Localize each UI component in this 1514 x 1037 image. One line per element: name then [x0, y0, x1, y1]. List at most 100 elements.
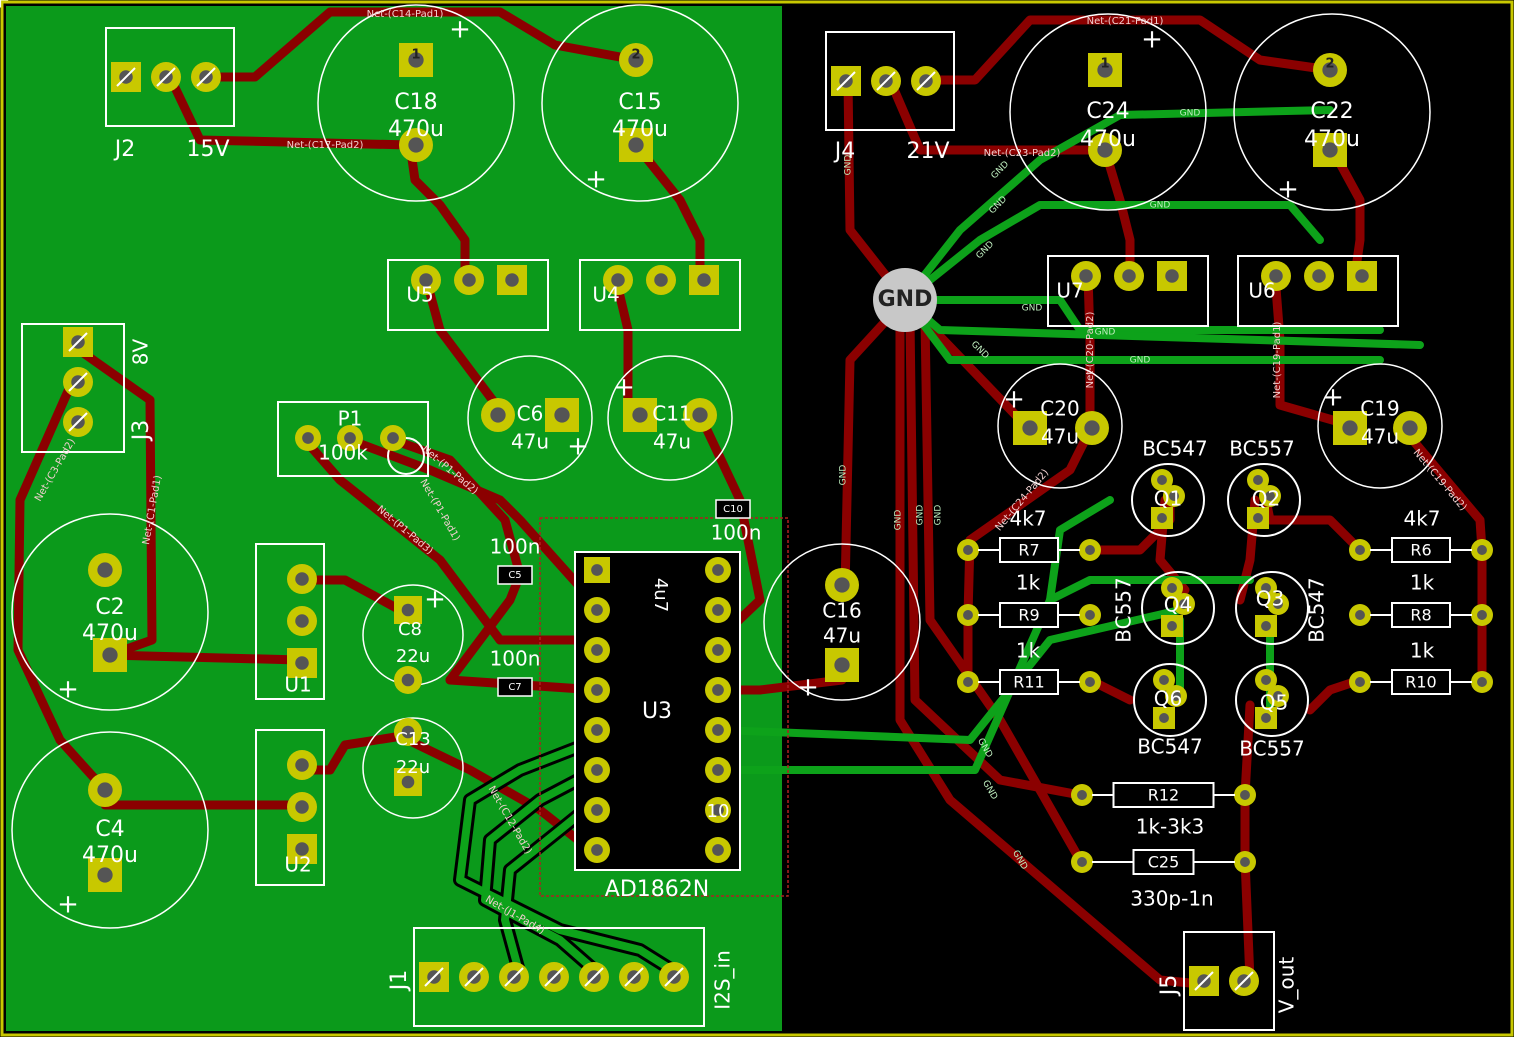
r6-ref: R6	[1410, 541, 1431, 560]
c19-outline	[1317, 363, 1443, 489]
c13-outline	[362, 717, 464, 819]
pad-drill	[834, 657, 850, 673]
c4-value: 470u	[82, 843, 138, 868]
pad-drill	[591, 844, 603, 856]
pad-drill	[1167, 621, 1177, 631]
pad-drill	[1084, 420, 1100, 436]
c13-polarity-mark: +	[0, 0, 11, 15]
c16-outline	[763, 543, 921, 701]
gnd-net-label: GND	[844, 155, 854, 176]
pad-drill	[628, 137, 644, 153]
pad-drill	[1077, 790, 1087, 800]
pad-drill	[1342, 420, 1358, 436]
net-label: Net-(C14-Pad1)	[367, 9, 444, 20]
c8-ref: C8	[398, 619, 422, 640]
c5-smd-body	[497, 565, 533, 585]
pad-drill	[408, 52, 424, 68]
pad-drill	[1253, 513, 1263, 523]
c13-ref: C13	[395, 729, 430, 750]
c15-polarity-mark: +	[585, 165, 607, 195]
gnd-net-label: GND	[1022, 304, 1043, 314]
c4-ref: C4	[95, 817, 124, 842]
r6-value: 4k7	[1403, 507, 1440, 531]
pad-drill	[1122, 269, 1136, 283]
u4-outline	[579, 259, 741, 331]
r7-body	[999, 537, 1059, 563]
pad-drill	[97, 782, 113, 798]
pad-drill	[1171, 691, 1181, 701]
c16-ref: C16	[822, 599, 861, 623]
c6-outline	[467, 355, 593, 481]
q6-value: BC547	[1137, 735, 1203, 759]
pad-drill	[1022, 420, 1038, 436]
pad-drill	[302, 432, 314, 444]
pad-drill	[591, 644, 603, 656]
j2-screw	[196, 67, 216, 87]
gnd-net-label: GND	[934, 505, 944, 526]
gnd-net-label: GND	[1150, 201, 1171, 211]
pad-drill	[591, 804, 603, 816]
j3-screw	[68, 372, 88, 392]
pad-drill	[295, 572, 309, 586]
r8-body	[1391, 602, 1451, 628]
pad-drill	[712, 844, 724, 856]
r12-value: 1k-3k3	[1136, 815, 1205, 839]
j3-outline	[21, 323, 125, 453]
q1-value: BC547	[1142, 437, 1208, 461]
j2-ref: J2	[113, 137, 136, 162]
j4-ref: J4	[833, 139, 856, 164]
pad-drill	[401, 775, 415, 789]
pad-drill	[1167, 583, 1177, 593]
r9-body	[999, 602, 1059, 628]
r10-ref: R10	[1405, 673, 1436, 692]
pad-drill	[1355, 677, 1365, 687]
pad-drill	[591, 564, 603, 576]
pad-drill	[1477, 545, 1487, 555]
gnd-net-label: GND	[1180, 109, 1201, 119]
q5-value: BC557	[1239, 737, 1305, 761]
r12-body	[1112, 782, 1215, 808]
q5-ref: Q5	[1260, 691, 1288, 715]
gnd-net-label: GND	[894, 510, 904, 531]
r11-body	[999, 669, 1059, 695]
pad-drill	[1159, 713, 1169, 723]
pad-drill	[1085, 610, 1095, 620]
c6-polarity-mark: +	[567, 432, 589, 462]
pad-drill	[963, 545, 973, 555]
c18-ref: C18	[394, 90, 437, 115]
c24-pin-number: 1	[1100, 57, 1109, 72]
c7-smd-ref: C7	[508, 682, 521, 693]
pad-drill	[591, 604, 603, 616]
c16-value: 47u	[823, 624, 861, 648]
pad-drill	[591, 764, 603, 776]
q3-ref: Q3	[1256, 587, 1284, 611]
pad-drill	[295, 842, 309, 856]
pad-drill	[1240, 790, 1250, 800]
pad-drill	[628, 52, 644, 68]
q2-ref: Q2	[1252, 487, 1280, 511]
c24-polarity-mark: +	[1141, 25, 1163, 55]
r7-ref: R7	[1018, 541, 1039, 560]
j1-screw	[504, 967, 524, 987]
j5-ref: J5	[1157, 975, 1182, 998]
j4-screw	[876, 71, 896, 91]
c7-value: 100n	[490, 647, 541, 671]
pad-drill	[1312, 269, 1326, 283]
c4-outline	[11, 731, 209, 929]
pad-drill	[1169, 491, 1179, 501]
u1-ref: U1	[284, 673, 311, 697]
pad-drill	[1273, 691, 1283, 701]
j1-value: I2S_in	[711, 950, 735, 1010]
c18-outline	[317, 4, 515, 202]
j2-screw	[156, 67, 176, 87]
c15-outline	[541, 4, 739, 202]
pad-drill	[295, 758, 309, 772]
pad-drill	[97, 562, 113, 578]
j3-value: 8V	[129, 338, 153, 365]
pad-drill	[1159, 675, 1169, 685]
c2-polarity-mark: +	[57, 675, 79, 705]
j5-screw	[1194, 971, 1214, 991]
pad-drill	[654, 273, 668, 287]
